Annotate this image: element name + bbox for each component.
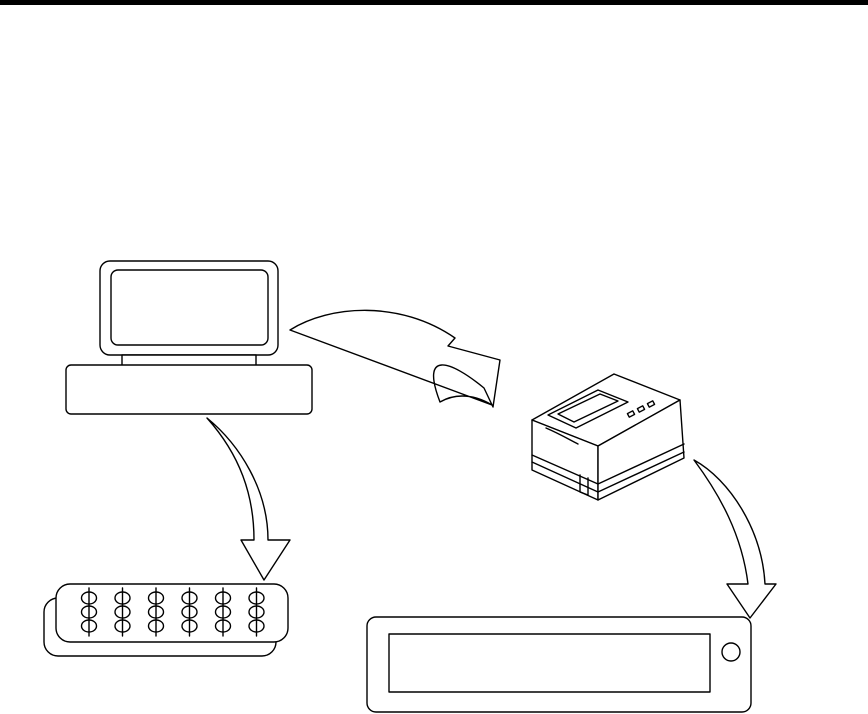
arrow-printer-to-display [694, 460, 776, 618]
arrow-computer-to-keypad [207, 418, 290, 580]
arrow-computer-to-printer [290, 310, 500, 407]
customer-display-icon [367, 617, 751, 712]
keypad-icon [44, 584, 288, 656]
computer-icon [66, 261, 312, 414]
printer-icon [532, 374, 684, 500]
header-rule [0, 0, 868, 5]
